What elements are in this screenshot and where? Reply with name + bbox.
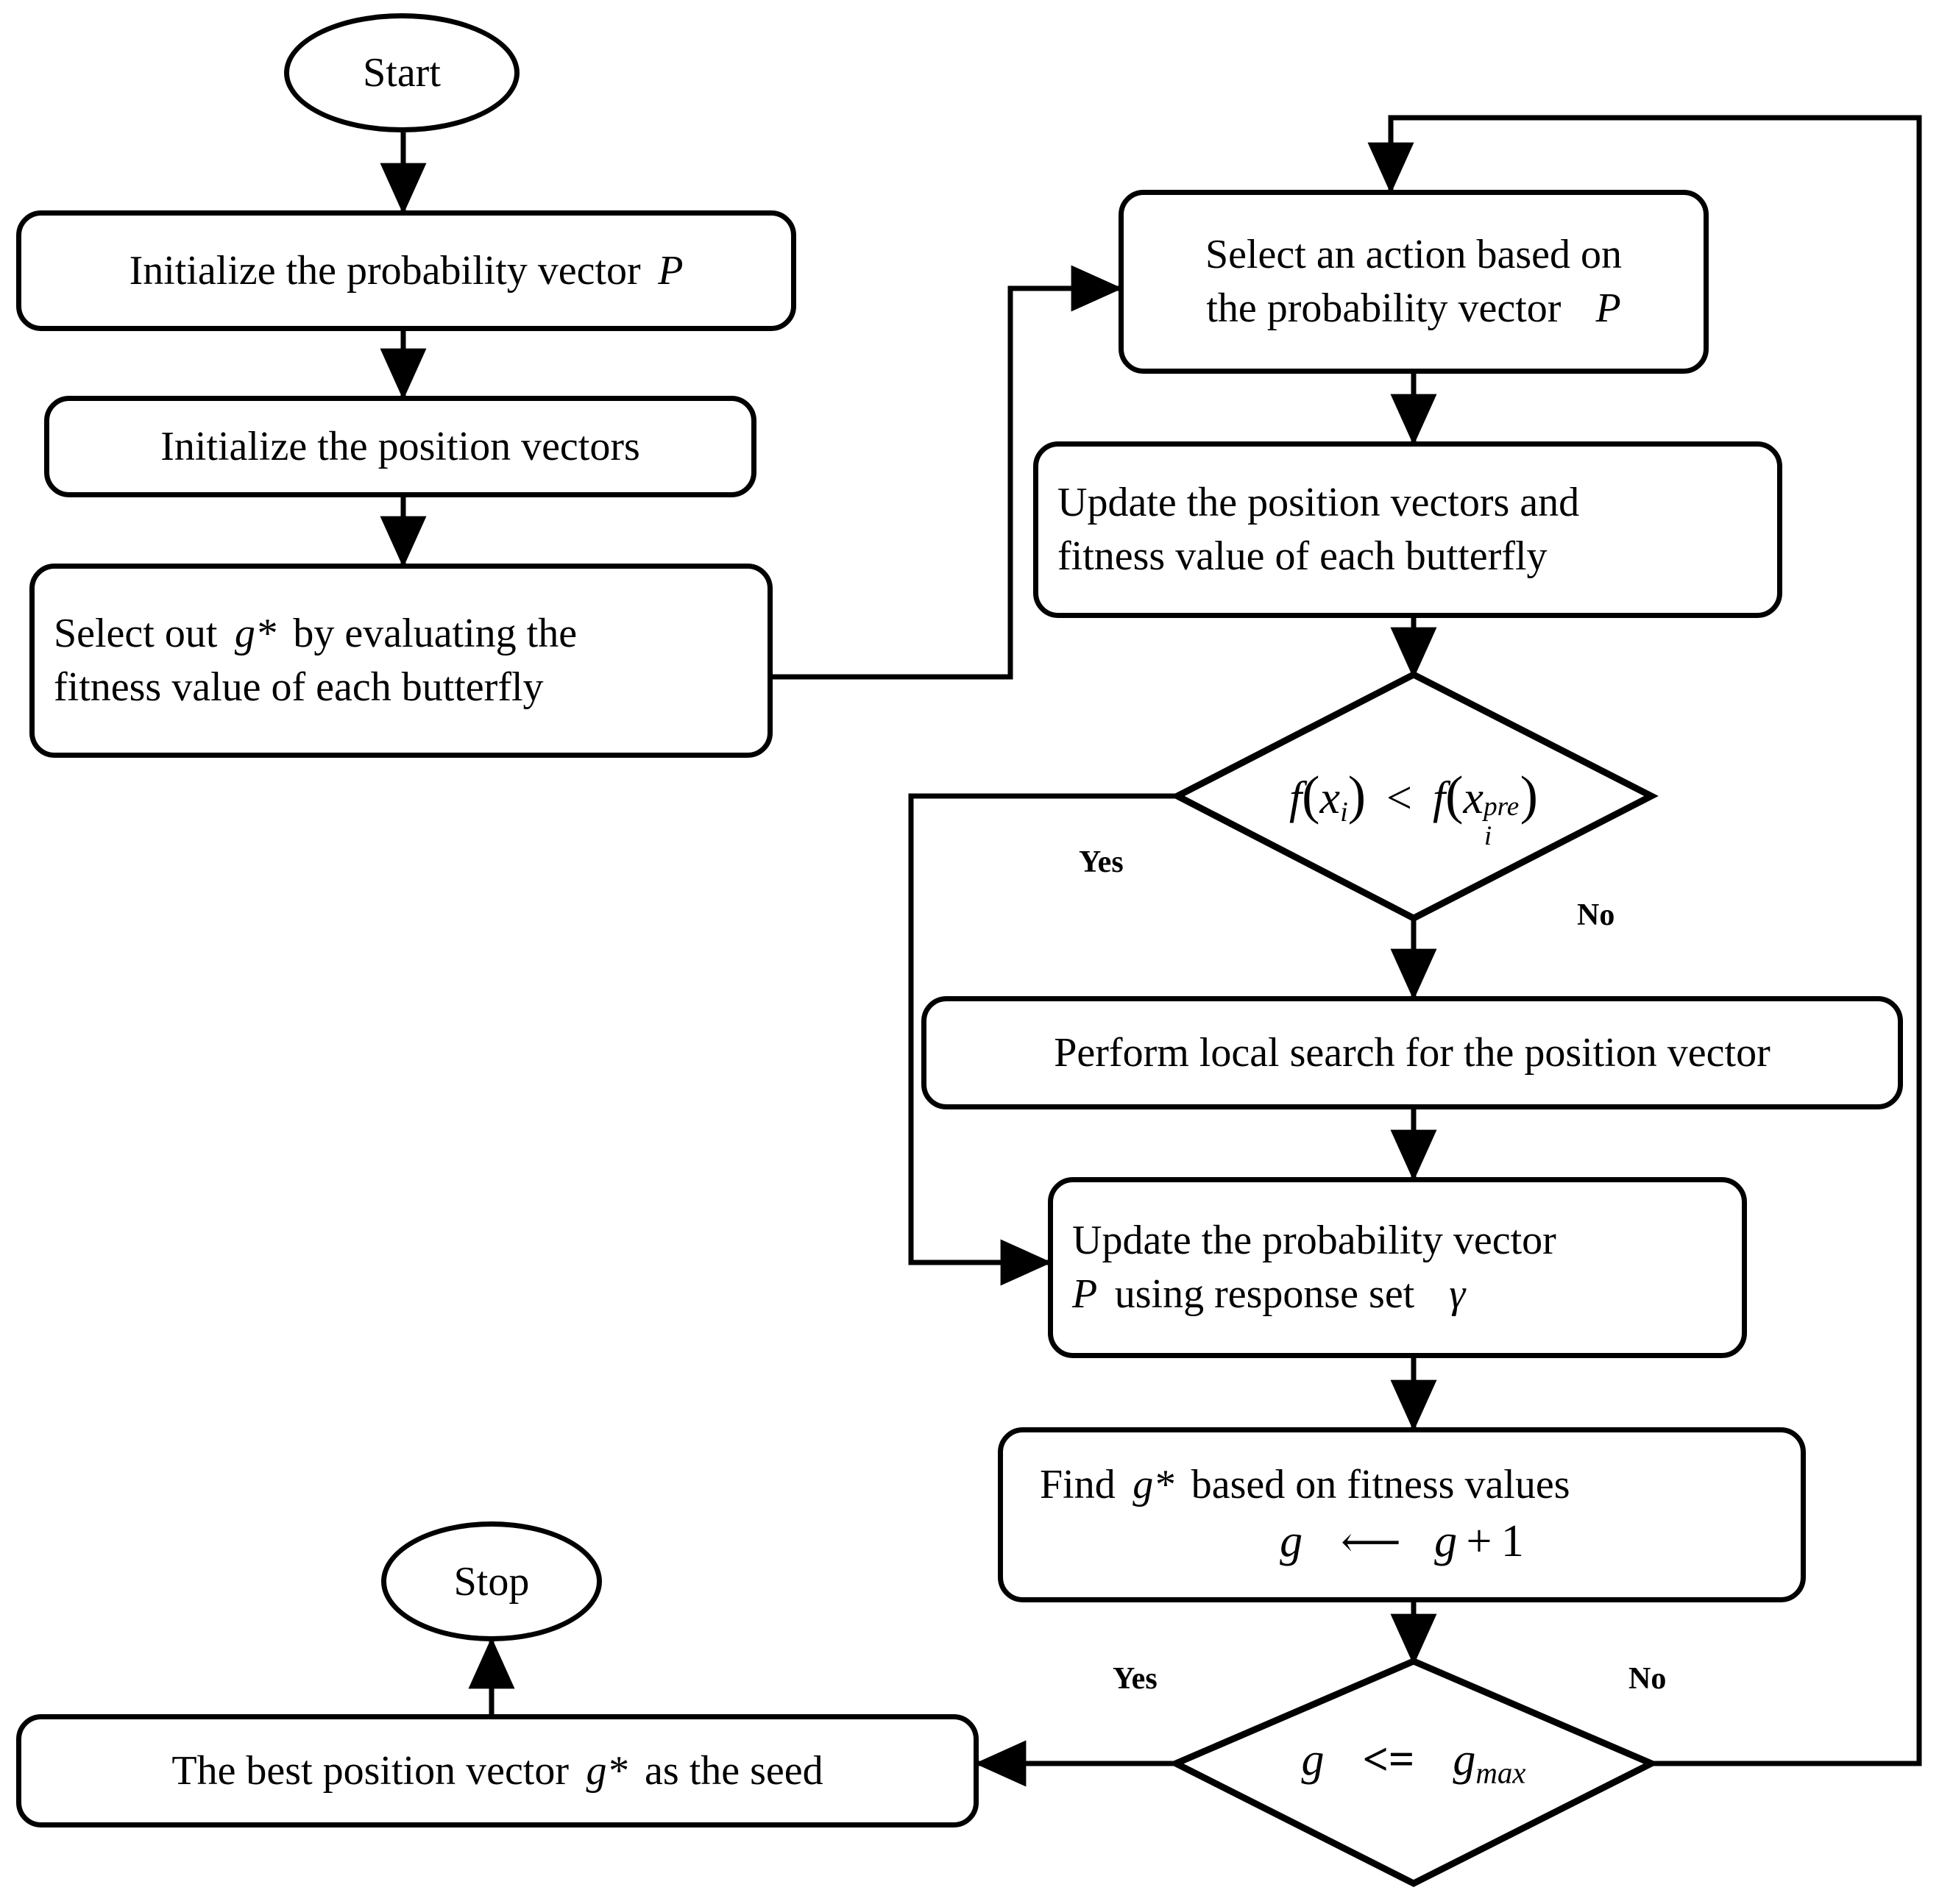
- node-init-position-vectors-label: Initialize the position vectors: [160, 423, 640, 469]
- node-find-g[interactable]: Find g* based on fitness values g⟵g + 1: [998, 1427, 1806, 1602]
- select-action-line1: Select an action based on: [1205, 232, 1622, 278]
- node-select-out-g-text: Select out g* by evaluating the fitness va…: [54, 607, 748, 714]
- select-g-line2: fitness value of each butterfly: [54, 664, 544, 710]
- node-stop[interactable]: Stop: [381, 1521, 602, 1641]
- find-g-symbol: g*: [1133, 1462, 1174, 1508]
- decision-gen-expression: g<=gmax: [1301, 1734, 1526, 1790]
- node-best-position-vector-text: The best position vector g* as the seed: [171, 1744, 823, 1798]
- find-g-increment-expression: g⟵g + 1: [1280, 1516, 1524, 1567]
- branch-label-fitness-yes: Yes: [1079, 845, 1124, 879]
- node-best-position-vector[interactable]: The best position vector g* as the seed: [16, 1714, 979, 1827]
- find-g-text-a: Find: [1040, 1462, 1116, 1508]
- best-vector-text-b: as the seed: [645, 1747, 823, 1794]
- node-start-label: Start: [363, 50, 441, 96]
- node-select-action[interactable]: Select an action based on the probabilit…: [1119, 190, 1709, 374]
- init-prob-symbol: P: [658, 247, 684, 294]
- node-init-position-vectors[interactable]: Initialize the position vectors: [44, 396, 756, 497]
- select-g-text-b: by evaluating the: [293, 611, 578, 657]
- init-prob-text: Initialize the probability vector: [129, 247, 641, 294]
- node-init-probability-vector[interactable]: Initialize the probability vector P: [16, 210, 796, 331]
- best-vector-text-a: The best position vector: [171, 1747, 570, 1794]
- update-pos-line1: Update the position vectors and: [1057, 480, 1580, 526]
- select-action-line2: the probability vector: [1206, 285, 1562, 331]
- select-action-symbol: P: [1595, 285, 1621, 331]
- update-pos-line2: fitness value of each butterfly: [1057, 533, 1548, 579]
- node-start[interactable]: Start: [284, 13, 520, 132]
- node-find-g-text: Find g* based on fitness values g⟵g + 1: [1022, 1458, 1782, 1571]
- node-perform-local-search-label: Perform local search for the position ve…: [1054, 1029, 1771, 1076]
- node-select-out-g[interactable]: Select out g* by evaluating the fitness va…: [29, 564, 773, 758]
- update-prob-symbol-p: P: [1072, 1271, 1098, 1317]
- best-vector-symbol: g*: [586, 1747, 628, 1794]
- branch-label-gen-yes: Yes: [1113, 1662, 1158, 1696]
- branch-label-gen-no: No: [1628, 1662, 1667, 1696]
- update-prob-symbol-gamma: γ: [1449, 1271, 1466, 1317]
- node-init-probability-vector-text: Initialize the probability vector P: [130, 244, 684, 298]
- select-g-text-a: Select out: [54, 611, 218, 657]
- node-update-position-vectors-text: Update the position vectors and fitness …: [1057, 476, 1758, 583]
- node-perform-local-search[interactable]: Perform local search for the position ve…: [921, 996, 1903, 1109]
- node-update-position-vectors[interactable]: Update the position vectors and fitness …: [1033, 441, 1782, 618]
- update-prob-line2: using response set: [1114, 1271, 1415, 1317]
- decision-gen-label[interactable]: g<=gmax: [1222, 1714, 1606, 1810]
- select-g-symbol: g*: [234, 611, 276, 657]
- update-prob-line1: Update the probability vector: [1072, 1218, 1556, 1264]
- find-g-text-b: based on fitness values: [1191, 1462, 1570, 1508]
- branch-label-fitness-no: No: [1577, 898, 1615, 932]
- node-select-action-text: Select an action based on the probabilit…: [1205, 228, 1622, 335]
- node-stop-label: Stop: [453, 1558, 530, 1605]
